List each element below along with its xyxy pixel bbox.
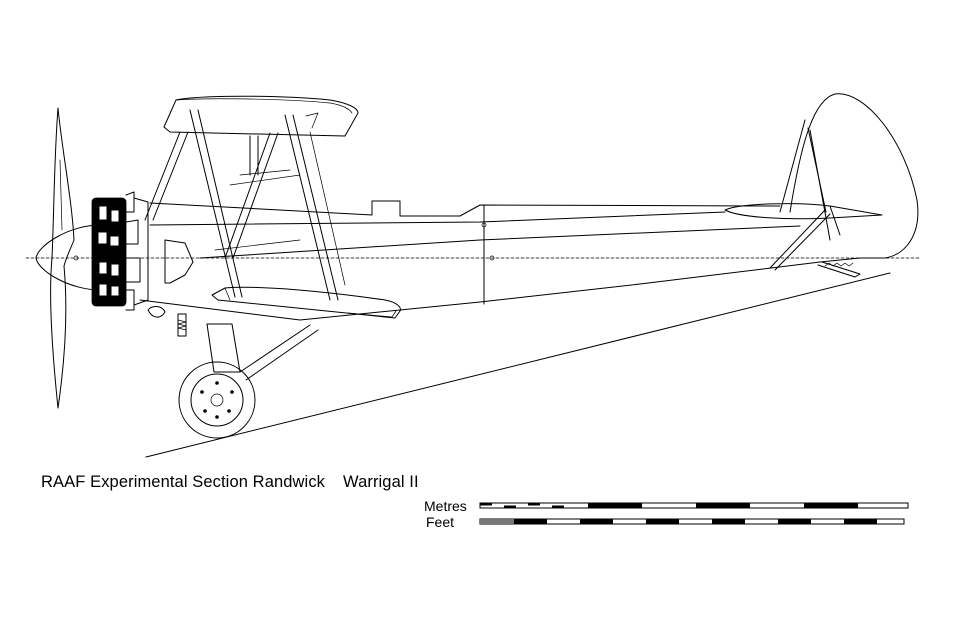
fuselage <box>139 200 861 321</box>
wing-struts <box>144 109 346 301</box>
drawing-caption: RAAF Experimental Section Randwick Warrig… <box>41 473 419 492</box>
metres-scale-bar <box>479 502 909 509</box>
lower-wing <box>211 286 401 319</box>
caption-organisation: RAAF Experimental Section Randwick <box>41 473 326 491</box>
radial-engine <box>91 191 149 311</box>
tail-skid <box>817 261 861 278</box>
main-wheel <box>178 361 256 439</box>
feet-label: Feet <box>426 514 455 530</box>
tail-fin-rudder <box>779 93 919 259</box>
metres-label: Metres <box>424 498 467 514</box>
exhaust-pipe <box>147 306 187 337</box>
main-undercarriage <box>206 323 319 381</box>
upper-wing <box>163 95 359 137</box>
feet-scale-bar <box>479 518 905 525</box>
propeller <box>50 107 75 409</box>
ground-line <box>145 272 891 458</box>
tailplane <box>724 203 883 271</box>
caption-aircraft: Warrigal II <box>343 473 419 491</box>
spinner <box>35 224 101 291</box>
cockpit-opening <box>164 239 194 284</box>
